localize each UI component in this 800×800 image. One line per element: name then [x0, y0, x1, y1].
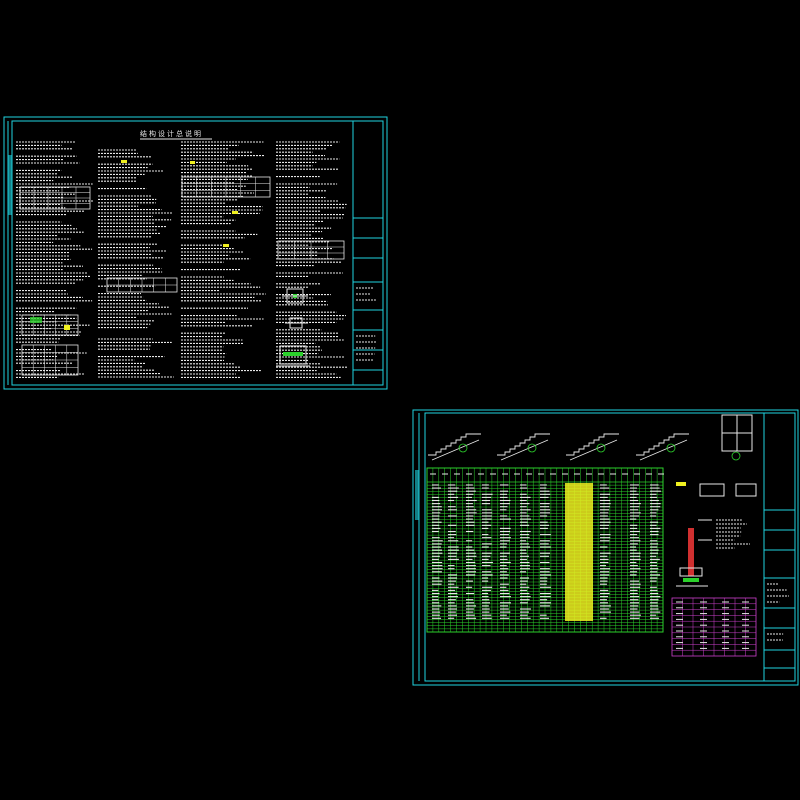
- sheet-2-binding-strip: [415, 413, 420, 681]
- detail-marker-circle: [458, 443, 468, 453]
- detail-marker-circle: [596, 443, 606, 453]
- sheet-2-stair-sections: [428, 433, 741, 461]
- stair-slab-line: [569, 439, 618, 461]
- detail-marker-circle: [731, 451, 741, 461]
- sheet-1-details: [30, 288, 310, 367]
- sheet-2-wall-detail: [676, 414, 757, 587]
- sheet-2-rebar-table: [671, 597, 757, 657]
- sheet-1-title-block: [352, 120, 384, 386]
- stair-section-1: [428, 433, 481, 456]
- sheet-2-title-block: [763, 412, 796, 682]
- stair-section-4: [636, 433, 689, 456]
- sheet-1-notes-text: [16, 141, 348, 378]
- sheet-1-outer-border: [3, 116, 388, 390]
- sheet-1-highlights: [64, 160, 238, 330]
- sheet-1-table-b: [21, 314, 79, 336]
- sheet-1-binding-strip: [7, 121, 12, 385]
- stair-section-2: [497, 433, 550, 456]
- stair-slab-line: [639, 439, 688, 461]
- schedule-highlight-column: [565, 483, 593, 621]
- sheet-2-stair-schedule-table: [426, 467, 664, 633]
- stair-slab-line: [500, 439, 549, 461]
- sheet-1: 结构设计总说明: [3, 116, 388, 390]
- sheet-2: [412, 409, 799, 686]
- stair-section-3: [566, 433, 619, 456]
- stair-slab-line: [431, 439, 480, 461]
- detail-marker-circle: [666, 443, 676, 453]
- sheet-1-tables: [19, 176, 345, 376]
- detail-marker-circle: [527, 443, 537, 453]
- sheet-1-title: 结构设计总说明: [140, 129, 203, 138]
- sheet-2-outer-border: [412, 409, 799, 686]
